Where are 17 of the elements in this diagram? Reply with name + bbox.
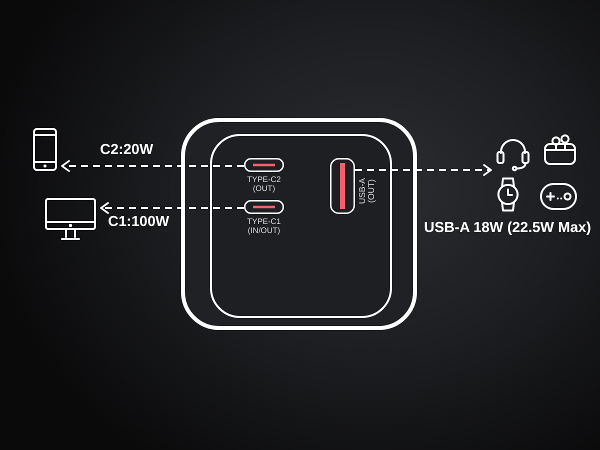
edge-label: C1:100W — [108, 214, 170, 231]
edge-label: C2:20W — [100, 142, 154, 159]
phone-icon — [33, 128, 57, 171]
dashed-arrow — [61, 160, 244, 172]
charger-face — [210, 134, 392, 318]
port-label: USB-A (OUT) — [358, 177, 376, 206]
port-label: TYPE-C2 (OUT) — [246, 175, 282, 193]
dashed-arrow — [100, 202, 244, 214]
monitor-icon — [45, 198, 96, 240]
watch-icon — [497, 177, 519, 212]
port-label: TYPE-C1 (IN/OUT) — [246, 217, 282, 235]
edge-label: USB-A 18W (22.5W Max) — [424, 220, 592, 237]
charger-body — [181, 118, 417, 330]
earbuds-case-icon — [544, 134, 576, 165]
gamepad-icon — [540, 183, 577, 210]
dashed-arrow — [355, 164, 492, 176]
headset-icon — [496, 137, 530, 171]
